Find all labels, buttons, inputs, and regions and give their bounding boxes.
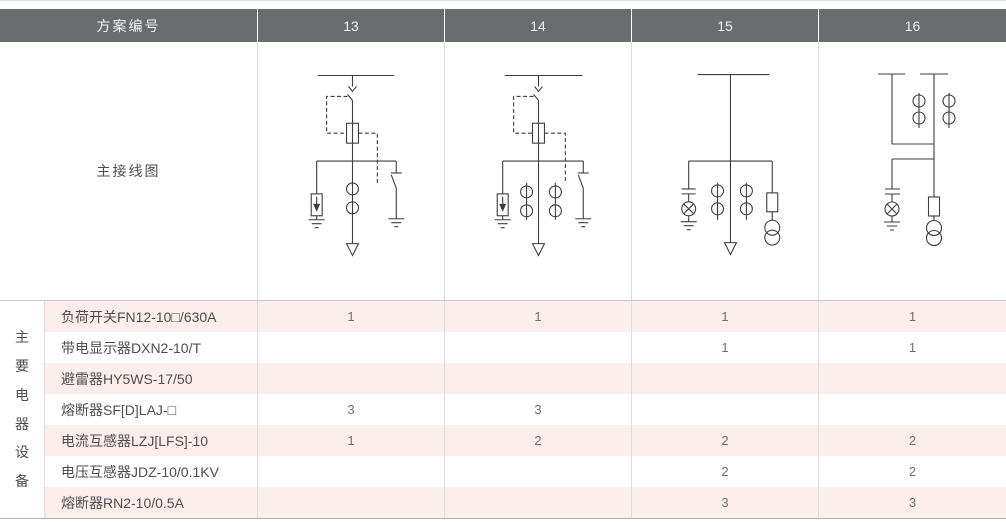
scheme-15-single-line-diagram-icon	[680, 73, 781, 256]
table-row: 电流互感器LZJ[LFS]-10 1 2 2 2	[45, 425, 1006, 456]
load-switch-symbol	[533, 75, 543, 101]
equipment-group-label: 主要电器设备	[15, 329, 29, 489]
header-col-14: 14	[445, 9, 632, 42]
equipment-name: 熔断器SF[D]LAJ-□	[45, 394, 258, 425]
equipment-rows: 负荷开关FN12-10□/630A 1 1 1 1 带电显示器DXN2-10/T…	[45, 301, 1006, 518]
scheme-16-single-line-diagram-icon	[878, 73, 956, 247]
header-col-16: 16	[819, 9, 1006, 42]
voltage-transformer-symbol	[925, 219, 943, 247]
diagram-cell-14	[445, 42, 632, 300]
qty-16: 2	[908, 433, 917, 448]
qty-14: 1	[445, 301, 632, 332]
arrester-symbol	[308, 161, 325, 229]
qty-14	[445, 332, 632, 363]
load-switch-symbol	[347, 75, 357, 101]
qty-15: 1	[632, 301, 819, 332]
cable-feeder-symbol	[531, 243, 546, 257]
qty-15: 2	[632, 456, 819, 487]
qty-16	[819, 394, 1006, 425]
scheme-14-single-line-diagram-icon	[494, 74, 592, 257]
qty-14	[445, 487, 632, 518]
diagram-cell-13	[258, 42, 445, 300]
qty-16: 1	[908, 309, 917, 324]
header-col-13: 13	[258, 9, 445, 42]
voltage-transformer-symbol	[764, 219, 781, 246]
table-row: 电压互感器JDZ-10/0.1KV 2 2	[45, 456, 1006, 487]
equipment-name: 带电显示器DXN2-10/T	[45, 332, 258, 363]
earthing-switch-symbol	[388, 161, 405, 228]
qty-13	[258, 487, 445, 518]
qty-14	[445, 456, 632, 487]
current-transformer-symbol	[520, 182, 562, 220]
qty-15	[632, 363, 819, 394]
voltage-indicator-symbol	[884, 159, 900, 231]
equipment-name: 电流互感器LZJ[LFS]-10	[45, 425, 258, 456]
scheme-13-single-line-diagram-icon	[308, 74, 405, 257]
table-row: 避雷器HY5WS-17/50	[45, 363, 1006, 394]
voltage-indicator-symbol	[680, 161, 697, 231]
equipment-table-section: 主要电器设备 负荷开关FN12-10□/630A 1 1 1 1 带电显示器DX…	[0, 300, 1006, 519]
fuse-symbol	[927, 196, 941, 220]
equipment-group-label-cell: 主要电器设备	[0, 301, 45, 518]
qty-15: 2	[632, 425, 819, 456]
qty-13	[258, 363, 445, 394]
equipment-name: 电压互感器JDZ-10/0.1KV	[45, 456, 258, 487]
table-row: 负荷开关FN12-10□/630A 1 1 1 1	[45, 301, 1006, 332]
qty-14: 3	[445, 394, 632, 425]
qty-15: 3	[632, 487, 819, 518]
diagram-cell-15	[632, 42, 819, 300]
qty-16: 1	[908, 340, 917, 355]
current-transformer-symbol	[711, 182, 753, 220]
qty-14: 2	[445, 425, 632, 456]
equipment-name: 负荷开关FN12-10□/630A	[45, 301, 258, 332]
qty-13	[258, 456, 445, 487]
main-wiring-diagram-label: 主接线图	[0, 42, 258, 300]
header-scheme-number-label: 方案编号	[0, 9, 258, 42]
qty-16	[819, 363, 1006, 394]
cable-feeder-symbol	[723, 242, 738, 256]
diagram-cell-16	[819, 42, 1006, 300]
table-header-row: 方案编号 13 14 15 16	[0, 9, 1006, 42]
equipment-name: 避雷器HY5WS-17/50	[45, 363, 258, 394]
qty-13: 3	[258, 394, 445, 425]
qty-14	[445, 363, 632, 394]
table-row: 带电显示器DXN2-10/T 1 1	[45, 332, 1006, 363]
qty-16: 2	[908, 464, 917, 479]
qty-15	[632, 394, 819, 425]
table-row: 熔断器RN2-10/0.5A 3 3	[45, 487, 1006, 518]
table-row: 熔断器SF[D]LAJ-□ 3 3	[45, 394, 1006, 425]
qty-16: 3	[908, 495, 917, 510]
main-wiring-diagram-row: 主接线图	[0, 42, 1006, 300]
equipment-name: 熔断器RN2-10/0.5A	[45, 487, 258, 518]
arrester-symbol	[494, 161, 511, 229]
cable-feeder-symbol	[345, 243, 360, 257]
qty-15: 1	[632, 332, 819, 363]
qty-13	[258, 332, 445, 363]
qty-13: 1	[258, 425, 445, 456]
fuse-symbol	[766, 161, 779, 221]
current-transformer-symbol	[345, 182, 360, 215]
earthing-switch-symbol	[575, 161, 592, 228]
header-col-15: 15	[632, 9, 819, 42]
current-transformer-symbol	[912, 93, 956, 128]
qty-13: 1	[258, 301, 445, 332]
